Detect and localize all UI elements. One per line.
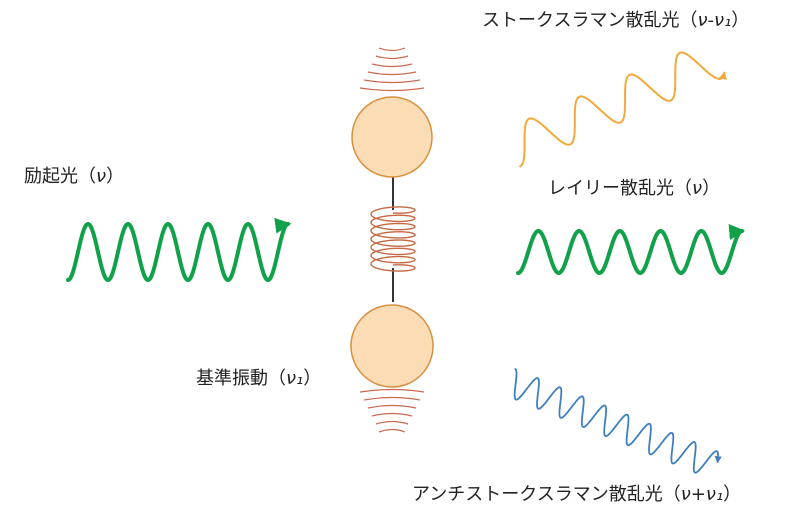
anti-stokes-frequency-symbol: ν+ν₁ (680, 484, 724, 505)
stokes-frequency-symbol: ν-ν₁ (697, 10, 732, 31)
excitation-light-label-text: 励起光（ (24, 166, 96, 187)
stokes-wave-path (519, 51, 727, 168)
vibration-arcs-bottom (359, 388, 425, 433)
rayleigh-light-wave (516, 224, 746, 276)
excitation-light-label: 励起光（ν） (24, 168, 124, 186)
vibration-top-arc-6 (378, 47, 406, 52)
rayleigh-label: レイリー散乱光（ν） (548, 180, 720, 198)
spring-coil (370, 206, 416, 272)
normal-vibration-label-close: ） (303, 368, 322, 389)
vibration-top-arc-3 (367, 71, 417, 76)
stokes-label-close: ） (731, 10, 750, 31)
rayleigh-wave-path (516, 224, 746, 276)
rayleigh-frequency-symbol: ν (692, 178, 703, 199)
anti-stokes-wave-path (513, 368, 722, 474)
rayleigh-label-close: ） (702, 178, 721, 199)
stokes-light-wave (519, 51, 727, 168)
vibration-bottom-arc-5 (375, 420, 409, 425)
excitation-light-wave (66, 217, 292, 283)
upper-atom (351, 96, 433, 178)
diatomic-molecule (350, 47, 434, 433)
normal-vibration-label-text: 基準振動（ (196, 368, 286, 389)
vibration-arcs-top (359, 47, 425, 92)
excitation-frequency-symbol: ν (96, 166, 107, 187)
vibration-top-arc-1 (359, 87, 425, 92)
anti-stokes-label-close: ） (723, 484, 742, 505)
excitation-wave-path (66, 217, 292, 283)
anti-stokes-raman-label-text: アンチストークスラマン散乱光（ (412, 484, 681, 505)
vibration-bottom-arc-6 (378, 428, 406, 433)
anti-stokes-light-wave (513, 368, 722, 474)
lower-atom (350, 304, 434, 388)
vibration-top-arc-4 (371, 63, 413, 68)
vibration-bottom-arc-4 (371, 412, 413, 417)
vibration-bottom-arc-3 (367, 404, 417, 409)
anti-stokes-raman-label: アンチストークスラマン散乱光（ν+ν₁） (412, 486, 741, 504)
stokes-raman-label: ストークスラマン散乱光（ν-ν₁） (482, 12, 749, 30)
vibration-bottom-arc-1 (359, 388, 425, 393)
normal-vibration-frequency-symbol: ν₁ (286, 368, 304, 389)
excitation-label-close: ） (106, 166, 125, 187)
rayleigh-label-text: レイリー散乱光（ (548, 178, 692, 199)
vibration-top-arc-2 (363, 79, 421, 84)
vibration-top-arc-5 (375, 55, 409, 60)
stokes-raman-label-text: ストークスラマン散乱光（ (482, 10, 698, 31)
normal-vibration-label: 基準振動（ν₁） (196, 370, 321, 388)
vibration-bottom-arc-2 (363, 396, 421, 401)
